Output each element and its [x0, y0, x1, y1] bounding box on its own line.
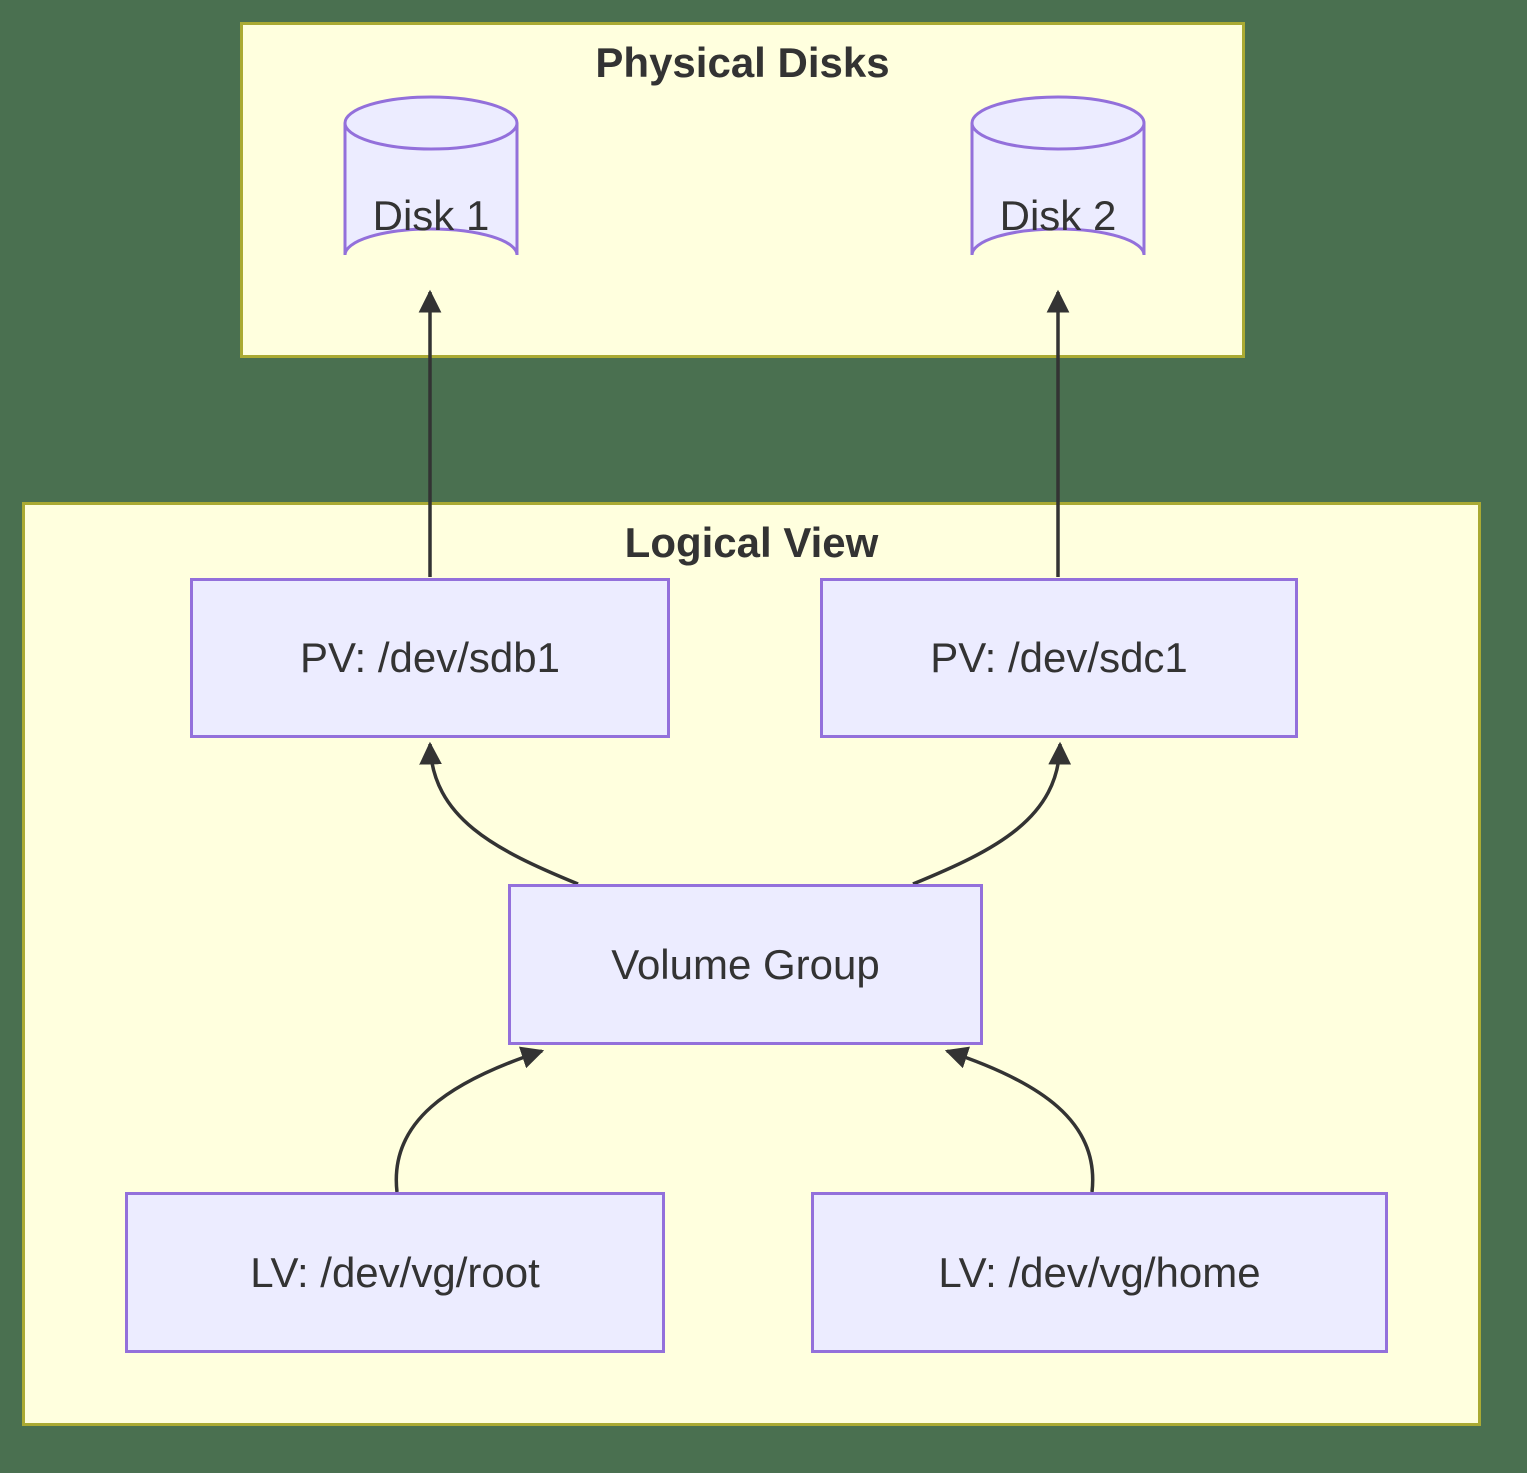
node-volume-group: Volume Group — [508, 884, 983, 1045]
node-lv-dev-vg-root-label: LV: /dev/vg/root — [250, 1248, 540, 1296]
node-disk1-label: Disk 1 — [372, 192, 490, 239]
node-lv-dev-vg-home: LV: /dev/vg/home — [811, 1192, 1388, 1353]
node-pv-dev-sdc1: PV: /dev/sdc1 — [820, 578, 1298, 738]
node-pv-dev-sdb1: PV: /dev/sdb1 — [190, 578, 670, 738]
cluster-title-physical-disks: Physical Disks — [595, 39, 890, 86]
cluster-physical-disks: Physical Disks — [240, 22, 1245, 358]
node-lv-dev-vg-root: LV: /dev/vg/root — [125, 1192, 665, 1353]
node-disk2-label: Disk 2 — [999, 192, 1117, 239]
cluster-title-logical-view: Logical View — [624, 519, 879, 566]
node-lv-dev-vg-home-label: LV: /dev/vg/home — [938, 1248, 1261, 1296]
node-pv-dev-sdc1-label: PV: /dev/sdc1 — [930, 634, 1188, 681]
node-pv-dev-sdb1-label: PV: /dev/sdb1 — [300, 634, 560, 681]
node-volume-group-label: Volume Group — [611, 940, 880, 988]
